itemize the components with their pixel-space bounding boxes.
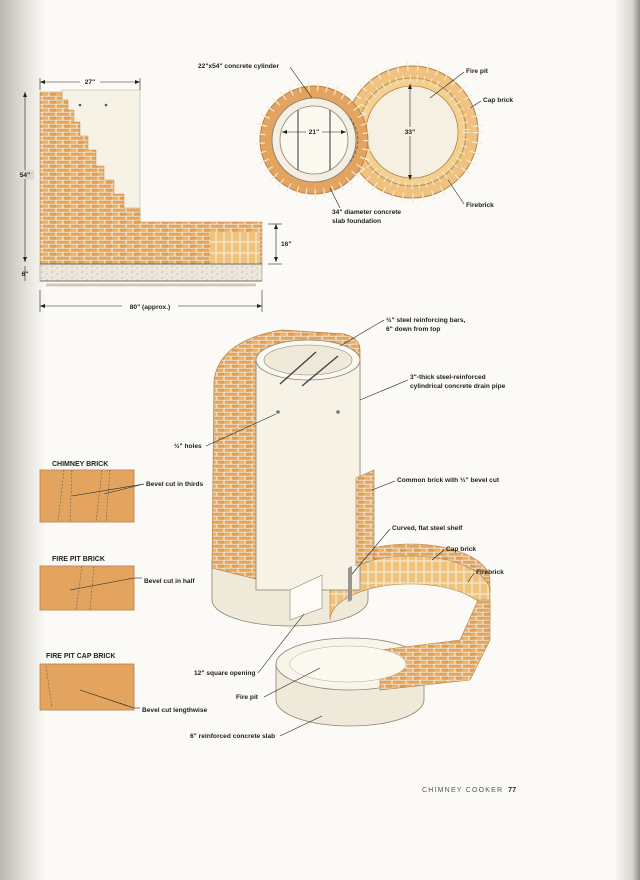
reinforced-slab-label: 6" reinforced concrete slab <box>190 733 275 740</box>
drain-pipe-label-2: cylindrical concrete drain pipe <box>410 383 506 390</box>
page-edge-shadow <box>614 0 640 880</box>
steel-shelf-label: Curved, flat steel shelf <box>392 525 463 532</box>
chimney-brick <box>39 469 135 523</box>
stepped-brick-wall <box>39 91 263 265</box>
hole-mark <box>78 103 82 107</box>
holes-label: ½" holes <box>174 442 202 450</box>
steel-bar <box>279 351 317 385</box>
persp-firebrick-label: Firebrick <box>476 569 504 576</box>
common-brick-label: Common brick with ⅓" bevel cut <box>397 477 500 484</box>
pit-dimension: 33" <box>405 129 415 136</box>
plan-fire-pit-label: Fire pit <box>466 68 489 75</box>
plan-firebrick-label: Firebrick <box>466 202 494 209</box>
steel-bars-label-2: 6" down from top <box>386 326 440 333</box>
footer-section-title: CHIMNEY COOKER <box>422 787 503 794</box>
cylinder-label: 22"x54" concrete cylinder <box>198 63 279 70</box>
fire-pit-brick-title: FIRE PIT BRICK <box>52 556 105 563</box>
length-dimension: 80" (approx.) <box>130 304 171 311</box>
width-dimension: 27" <box>85 79 95 86</box>
steel-shelf <box>348 566 352 602</box>
chimney-brick-title: CHIMNEY BRICK <box>52 461 108 468</box>
perspective-view: ½" steel reinforcing bars, 6" down from … <box>174 316 506 740</box>
wall-dimension: 16" <box>281 241 291 248</box>
persp-fire-pit-label: Fire pit <box>236 694 259 701</box>
hole-mark <box>104 103 108 107</box>
concrete-drain-pipe <box>255 359 361 591</box>
slab-foundation-label: 34" diameter concrete <box>332 209 401 216</box>
chimney-brick-note: Bevel cut in thirds <box>146 481 203 488</box>
pipe-hole <box>276 410 280 414</box>
steel-bar <box>301 355 339 387</box>
square-opening-label: 12" square opening <box>194 670 255 677</box>
height-dimension: 54" <box>20 172 30 179</box>
plan-view: 21" 33" 22"x54" concrete cylinder Fire p… <box>198 61 513 225</box>
steel-bars-label: ½" steel reinforcing bars, <box>386 316 466 324</box>
plan-cap-brick-label: Cap brick <box>483 97 513 104</box>
page-number: 77 <box>508 785 516 794</box>
cap-brick-title: FIRE PIT CAP BRICK <box>46 653 116 660</box>
cap-brick-note: Bevel cut lengthwise <box>142 707 208 714</box>
concrete-slab-elevation <box>39 263 263 282</box>
firebrick-face <box>210 232 260 264</box>
pipe-hole <box>336 410 340 414</box>
square-opening <box>289 574 323 621</box>
persp-cap-brick-label: Cap brick <box>446 546 476 553</box>
side-elevation: 27" 54" 6" 16" 80" (approx.) <box>16 77 291 312</box>
brick-details: CHIMNEY BRICK Bevel cut in thirds FIRE P… <box>39 461 208 714</box>
page-gutter-shadow <box>0 0 46 880</box>
drain-pipe-label: 3"-thick steel-reinforced <box>410 374 486 381</box>
inner-dimension: 21" <box>309 129 319 136</box>
fire-pit-brick <box>39 565 135 611</box>
cap-brick <box>39 663 135 711</box>
slab-foundation-label-2: slab foundation <box>332 218 381 225</box>
fire-pit-brick-note: Bevel cut in half <box>144 578 195 585</box>
pit-front-brick-wall <box>379 599 491 691</box>
slab-dimension: 6" <box>22 271 29 278</box>
